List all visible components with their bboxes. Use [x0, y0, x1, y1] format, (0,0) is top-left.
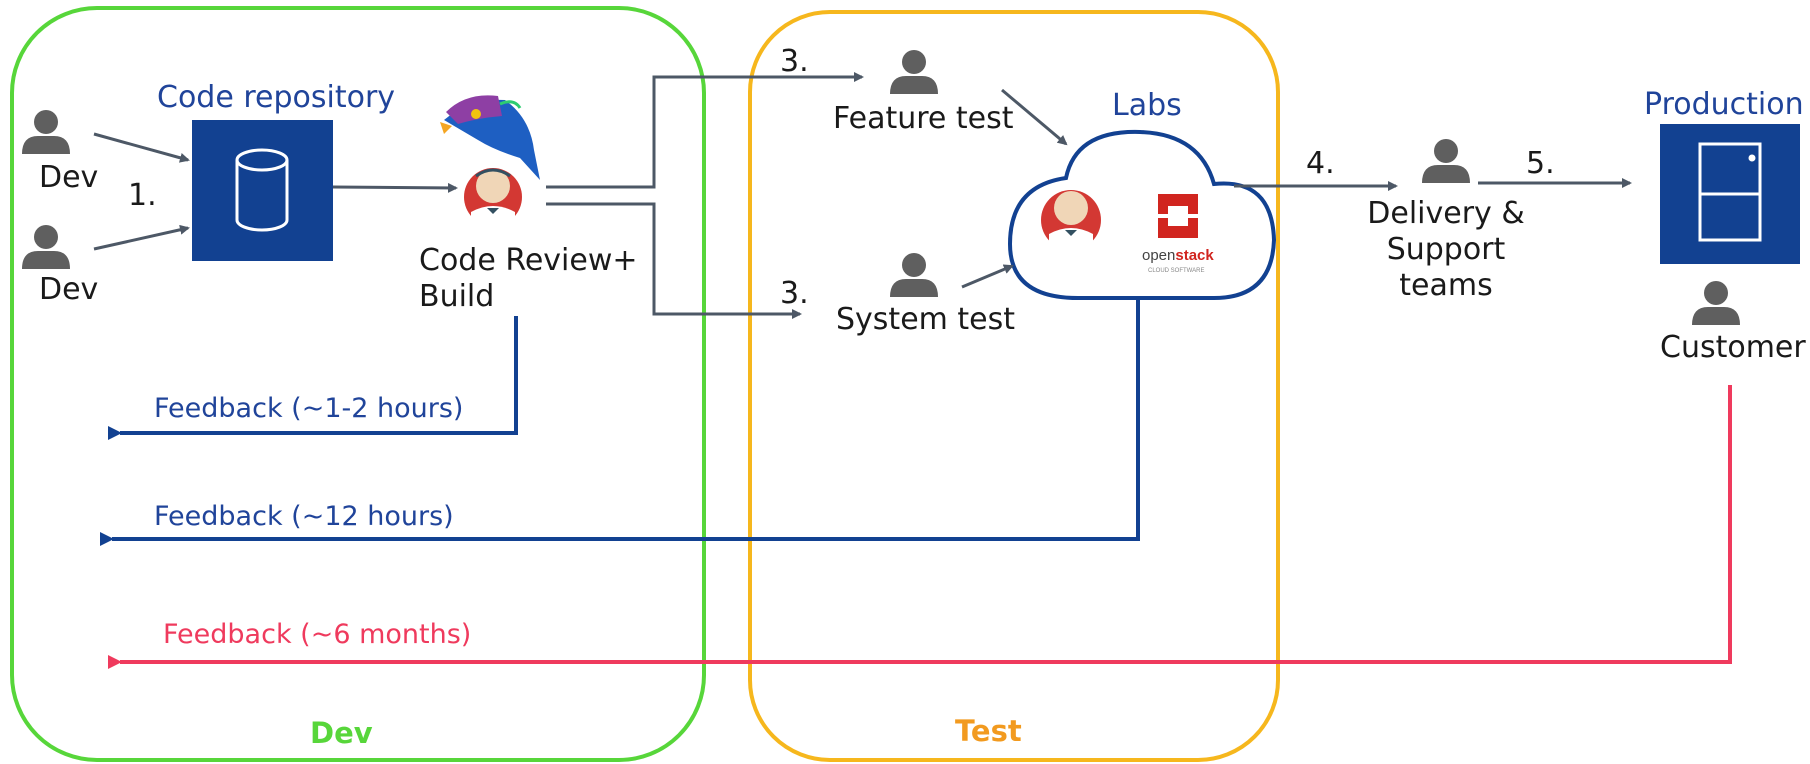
code-review-label-line-1: Code Review+	[419, 243, 638, 278]
step-3-system-label: 3.	[780, 276, 809, 311]
feedback-1-arrow	[108, 316, 518, 440]
code-review-build-label: Code Review+ Build	[419, 243, 638, 315]
system-test-label: System test	[836, 302, 1016, 337]
gerrit-bird-icon	[440, 95, 540, 180]
delivery-label-line-3: teams	[1399, 268, 1493, 303]
step-5-label: 5.	[1526, 146, 1555, 181]
feedback-1-label: Feedback (~1-2 hours)	[154, 393, 464, 424]
dev1-to-repo-arrow	[93, 132, 190, 163]
dev-label-1: Dev	[39, 160, 99, 195]
labs-label: Labs	[1112, 88, 1182, 123]
dev-zone-frame	[10, 6, 706, 762]
feedback-3-arrow	[108, 385, 1732, 669]
test-zone-label: Test	[955, 714, 1022, 748]
delivery-label-line-2: Support	[1386, 232, 1506, 267]
code-repository-label: Code repository	[157, 80, 396, 115]
database-icon	[235, 148, 289, 232]
openstack-wordmark: openstack	[1142, 247, 1214, 264]
step-4-label: 4.	[1306, 146, 1335, 181]
feature-test-to-labs-arrow	[1001, 88, 1068, 146]
feedback-3-label: Feedback (~6 months)	[163, 619, 472, 650]
feature-test-label: Feature test	[833, 101, 1014, 136]
server-icon	[1698, 142, 1762, 242]
system-tester-person-icon	[890, 253, 938, 297]
feedback-2-label: Feedback (~12 hours)	[154, 501, 454, 532]
openstack-tagline: CLOUD SOFTWARE	[1148, 268, 1204, 274]
dev-person-icon-2	[22, 225, 70, 269]
customer-person-icon	[1692, 281, 1740, 325]
dev-person-icon-1	[22, 110, 70, 154]
customer-label: Customer	[1660, 330, 1806, 365]
repo-to-review-arrow	[332, 182, 458, 193]
build-to-feature-test-arrow	[546, 72, 864, 189]
dev-zone-label: Dev	[310, 716, 373, 750]
jenkins-butler-icon	[464, 168, 522, 228]
delivery-support-label: Delivery & Support teams	[1366, 196, 1526, 304]
feature-tester-person-icon	[890, 50, 938, 94]
code-review-label-line-2: Build	[419, 279, 495, 314]
production-label: Production	[1644, 87, 1804, 122]
code-repository-box	[192, 120, 333, 261]
step-3-feature-label: 3.	[780, 44, 809, 79]
openstack-logo-icon: openstack CLOUD SOFTWARE	[1142, 194, 1214, 274]
system-test-to-labs-arrow	[961, 264, 1014, 289]
delivery-label-line-1: Delivery &	[1367, 196, 1525, 231]
test-zone-frame	[748, 10, 1280, 762]
dev2-to-repo-arrow	[93, 224, 190, 251]
step-1-label: 1.	[128, 178, 157, 213]
feedback-2-arrow	[100, 300, 1140, 546]
delivery-person-icon	[1422, 139, 1470, 183]
build-to-system-test-arrow	[546, 202, 802, 319]
labs-cloud-icon	[1007, 129, 1277, 300]
labs-jenkins-butler-icon	[1041, 190, 1101, 252]
dev-label-2: Dev	[39, 272, 99, 307]
